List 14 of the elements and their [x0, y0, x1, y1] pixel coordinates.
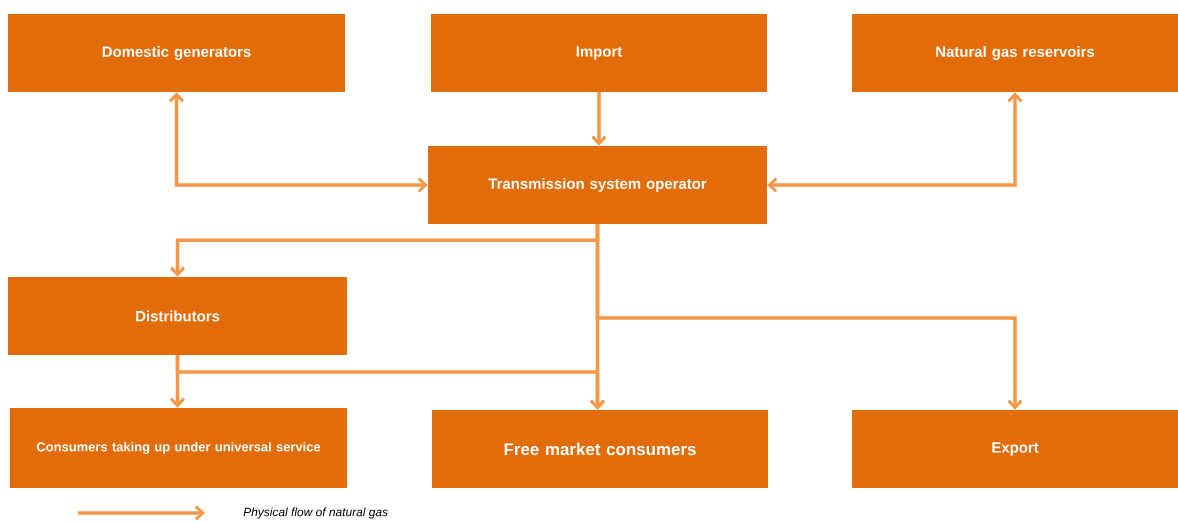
arrow: [767, 92, 1023, 193]
process-box: Distributors: [8, 277, 347, 355]
process-box: Domestic generators: [8, 14, 345, 92]
arrow: [175, 355, 606, 410]
process-box: Import: [431, 14, 767, 92]
process-box: Consumers taking up under universal service: [10, 408, 347, 488]
process-box: Free market consumers: [432, 410, 768, 488]
arrow: [591, 92, 607, 146]
arrow: [595, 224, 1023, 410]
process-box: Transmission system operator: [428, 146, 767, 224]
process-box: Export: [852, 410, 1178, 488]
legend-text: Physical flow of natural gas: [243, 507, 388, 519]
arrow: [168, 92, 428, 193]
process-box: Natural gas reservoirs: [852, 14, 1178, 92]
